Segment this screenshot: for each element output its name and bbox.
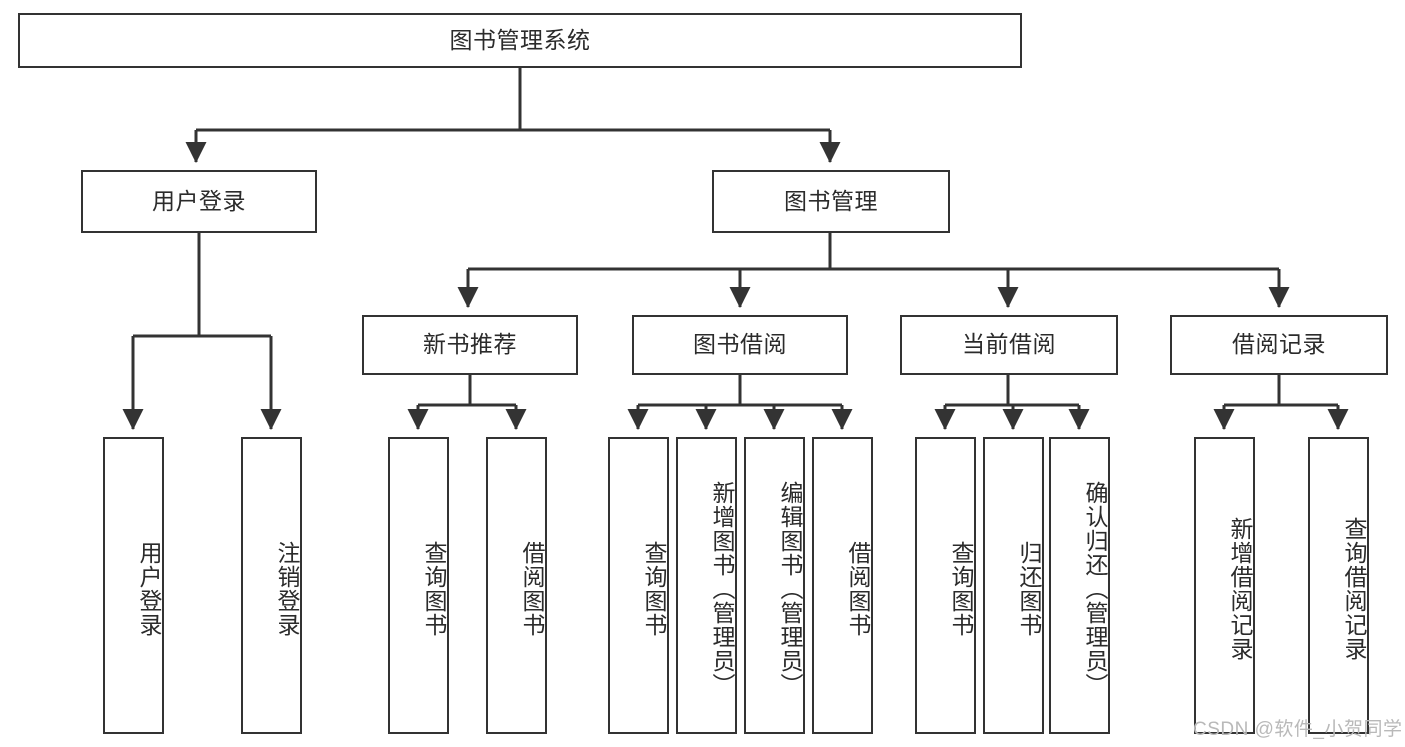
leaf-current-confirm-return-admin[interactable]: 确认归还（管理员） (1049, 437, 1110, 734)
node-user-login-label: 用户登录 (152, 187, 246, 214)
node-user-login[interactable]: 用户登录 (81, 170, 317, 233)
leaf-label: 用户登录 (136, 540, 162, 637)
node-current-borrow-label: 当前借阅 (962, 331, 1056, 358)
watermark-text: CSDN @软件_小贺同学 (1193, 719, 1403, 740)
leaf-label: 编辑图书（管理员） (777, 480, 803, 697)
leaf-label: 新增图书（管理员） (709, 480, 735, 697)
leaf-new-book-borrow[interactable]: 借阅图书 (486, 437, 547, 734)
leaf-borrow-borrow-book[interactable]: 借阅图书 (812, 437, 873, 734)
node-book-borrow[interactable]: 图书借阅 (632, 315, 848, 375)
leaf-label: 查询借阅记录 (1341, 516, 1367, 661)
leaf-label: 归还图书 (1016, 540, 1042, 637)
leaf-current-return-book[interactable]: 归还图书 (983, 437, 1044, 734)
leaf-label: 查询图书 (641, 540, 667, 637)
node-root-label: 图书管理系统 (449, 26, 591, 53)
node-book-borrow-label: 图书借阅 (693, 331, 787, 358)
leaf-new-book-query[interactable]: 查询图书 (388, 437, 449, 734)
leaf-borrow-edit-book-admin[interactable]: 编辑图书（管理员） (744, 437, 805, 734)
leaf-records-query-record[interactable]: 查询借阅记录 (1308, 437, 1369, 734)
node-borrow-records[interactable]: 借阅记录 (1170, 315, 1388, 375)
leaf-label: 注销登录 (274, 540, 300, 637)
leaf-user-login-signin[interactable]: 用户登录 (103, 437, 164, 734)
node-root-book-management-system[interactable]: 图书管理系统 (18, 13, 1022, 68)
leaf-records-add-record[interactable]: 新增借阅记录 (1194, 437, 1255, 734)
leaf-borrow-query-book[interactable]: 查询图书 (608, 437, 669, 734)
node-borrow-records-label: 借阅记录 (1232, 331, 1326, 358)
leaf-borrow-add-book-admin[interactable]: 新增图书（管理员） (676, 437, 737, 734)
leaf-current-query-book[interactable]: 查询图书 (915, 437, 976, 734)
leaf-user-login-signout[interactable]: 注销登录 (241, 437, 302, 734)
leaf-label: 查询图书 (948, 540, 974, 637)
node-book-management[interactable]: 图书管理 (712, 170, 950, 233)
node-new-book-recommend[interactable]: 新书推荐 (362, 315, 578, 375)
leaf-label: 新增借阅记录 (1227, 516, 1253, 661)
leaf-label: 查询图书 (421, 540, 447, 637)
leaf-label: 确认归还（管理员） (1082, 480, 1108, 697)
leaf-label: 借阅图书 (519, 540, 545, 637)
node-new-book-recommend-label: 新书推荐 (423, 331, 517, 358)
node-book-management-label: 图书管理 (784, 187, 878, 214)
leaf-label: 借阅图书 (845, 540, 871, 637)
node-current-borrow[interactable]: 当前借阅 (900, 315, 1118, 375)
